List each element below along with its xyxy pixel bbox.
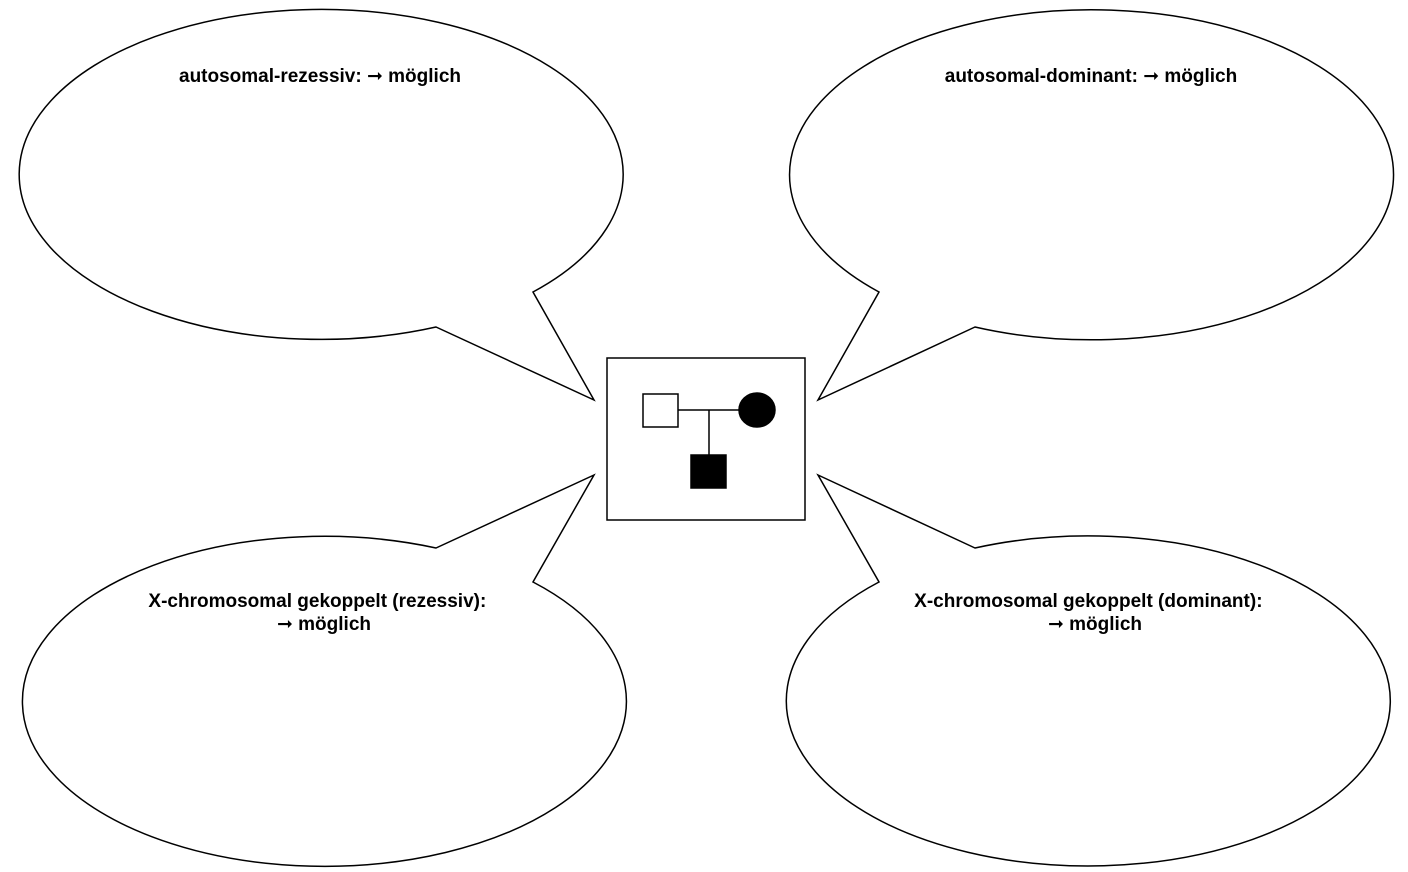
bubble-label-line: autosomal-dominant: ➞ möglich — [945, 66, 1237, 87]
bubble-outline-top-left — [18, 8, 624, 402]
bubble-autosomal-dominant: autosomal-dominant: ➞ möglich — [788, 9, 1395, 402]
bubble-x-linked-dominant: X-chromosomal gekoppelt (dominant): ➞ mö… — [785, 473, 1392, 867]
child-symbol — [690, 454, 727, 489]
mother-symbol — [738, 392, 776, 428]
bubble-outline-top-right — [788, 9, 1395, 402]
bubble-label-line: ➞ möglich — [277, 614, 371, 635]
father-symbol — [642, 393, 679, 428]
bubble-autosomal-recessive: autosomal-rezessiv: ➞ möglich — [18, 8, 624, 402]
bubble-label-top-left: autosomal-rezessiv: ➞ möglich — [179, 66, 461, 87]
bubble-outline-bottom-left — [21, 473, 628, 868]
bubble-label-line: X-chromosomal gekoppelt (dominant): — [914, 591, 1262, 612]
bubble-label-line: ➞ möglich — [1048, 614, 1142, 635]
pedigree-frame — [606, 357, 806, 521]
pedigree-chart — [606, 357, 806, 521]
bubble-label-top-right: autosomal-dominant: ➞ möglich — [945, 66, 1237, 87]
bubble-label-bottom-left: X-chromosomal gekoppelt (rezessiv): ➞ mö… — [148, 591, 491, 635]
bubble-x-linked-recessive: X-chromosomal gekoppelt (rezessiv): ➞ mö… — [21, 473, 628, 868]
bubble-label-line: autosomal-rezessiv: ➞ möglich — [179, 66, 461, 87]
bubble-label-line: X-chromosomal gekoppelt (rezessiv): — [148, 591, 486, 612]
bubble-label-bottom-right: X-chromosomal gekoppelt (dominant): ➞ mö… — [914, 591, 1268, 635]
bubble-outline-bottom-right — [785, 473, 1392, 867]
